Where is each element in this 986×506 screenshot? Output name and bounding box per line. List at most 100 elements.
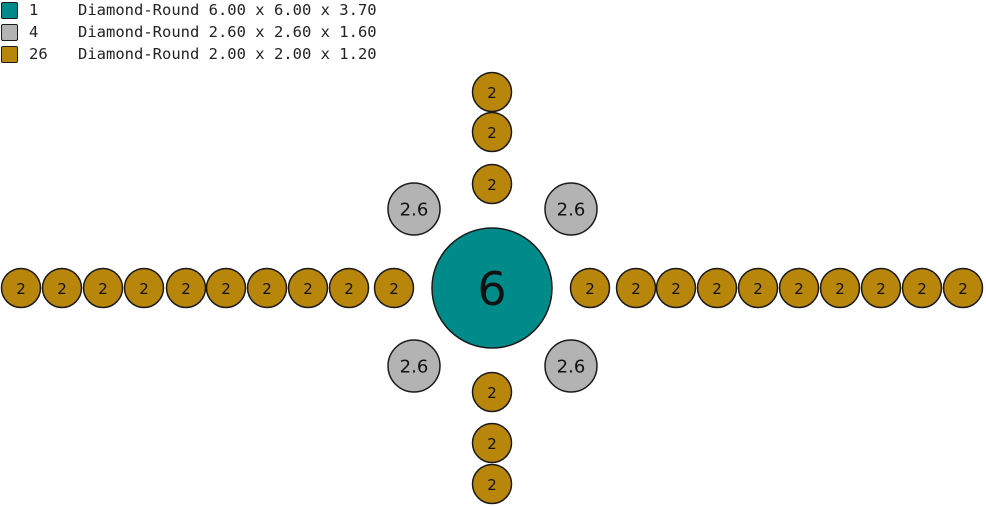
small-stone-label: 2 [303, 280, 313, 298]
small-stone-label: 2 [876, 280, 886, 298]
small-stone-label: 2 [262, 280, 272, 298]
small-stone-label: 2 [712, 280, 722, 298]
small-stone-label: 2 [958, 280, 968, 298]
small-stone-circle [655, 267, 697, 309]
small-stone-circle [942, 267, 984, 309]
small-stone-circle [373, 267, 415, 309]
medium-stone: 2.6 [544, 339, 598, 393]
medium-stone-circle [544, 182, 598, 236]
small-stone-label: 2 [631, 280, 641, 298]
small-stone: 2 [655, 267, 697, 309]
small-stone-label: 2 [389, 280, 399, 298]
medium-stone: 2.6 [387, 339, 441, 393]
small-stone-circle [471, 111, 513, 153]
small-stone-circle [246, 267, 288, 309]
small-stone: 2 [165, 267, 207, 309]
small-stone-circle [328, 267, 370, 309]
medium-stone-circle [544, 339, 598, 393]
medium-stone-circle [387, 339, 441, 393]
legend-count: 1 [29, 1, 39, 19]
small-stone-circle [471, 371, 513, 413]
small-stone: 2 [123, 267, 165, 309]
small-stone-circle [41, 267, 83, 309]
small-stone-circle [165, 267, 207, 309]
small-stone: 2 [0, 267, 42, 309]
small-stone: 2 [471, 463, 513, 505]
small-stone-label: 2 [139, 280, 149, 298]
legend-row-center-stone: 1 Diamond-Round 6.00 x 6.00 x 3.70 [0, 0, 420, 22]
legend-swatch-gray [1, 24, 18, 41]
small-stone-circle [471, 463, 513, 505]
legend-swatch-teal [1, 2, 18, 19]
small-stone-label: 2 [487, 124, 497, 142]
small-stone-label: 2 [181, 280, 191, 298]
medium-stone-label: 2.6 [400, 357, 429, 378]
small-stone-label: 2 [794, 280, 804, 298]
small-stone-circle [737, 267, 779, 309]
legend-row-small-stone: 26 Diamond-Round 2.00 x 2.00 x 1.20 [0, 44, 420, 66]
small-stone-label: 2 [585, 280, 595, 298]
small-stone: 2 [471, 111, 513, 153]
small-stone-label: 2 [487, 435, 497, 453]
small-stone-label: 2 [487, 384, 497, 402]
small-stone-circle [123, 267, 165, 309]
small-stone: 2 [901, 267, 943, 309]
small-stone-circle [901, 267, 943, 309]
legend-swatch-gold [1, 46, 18, 63]
small-stone-label: 2 [98, 280, 108, 298]
small-stone-circle [471, 163, 513, 205]
small-stone-circle [569, 267, 611, 309]
center-stone: 6 [431, 227, 553, 349]
small-stone-label: 2 [344, 280, 354, 298]
center-stone-label: 6 [477, 262, 506, 316]
small-stone: 2 [569, 267, 611, 309]
small-stone-circle [0, 267, 42, 309]
small-stone: 2 [328, 267, 370, 309]
small-stone-label: 2 [671, 280, 681, 298]
medium-stone-label: 2.6 [400, 200, 429, 221]
small-stone: 2 [205, 267, 247, 309]
medium-stone: 2.6 [387, 182, 441, 236]
legend-count: 26 [29, 45, 48, 63]
small-stone-label: 2 [487, 476, 497, 494]
small-stone: 2 [373, 267, 415, 309]
small-stone: 2 [819, 267, 861, 309]
legend-row-medium-stone: 4 Diamond-Round 2.60 x 2.60 x 1.60 [0, 22, 420, 44]
medium-stone: 2.6 [544, 182, 598, 236]
small-stone-label: 2 [753, 280, 763, 298]
small-stone: 2 [942, 267, 984, 309]
small-stone-circle [287, 267, 329, 309]
small-stone: 2 [696, 267, 738, 309]
small-stone-circle [471, 71, 513, 113]
small-stone: 2 [287, 267, 329, 309]
center-stone-circle [431, 227, 553, 349]
small-stone: 2 [471, 371, 513, 413]
small-stone-label: 2 [57, 280, 67, 298]
small-stone: 2 [41, 267, 83, 309]
medium-stone-label: 2.6 [557, 200, 586, 221]
small-stone: 2 [246, 267, 288, 309]
small-stone-circle [778, 267, 820, 309]
small-stone: 2 [860, 267, 902, 309]
legend-description: Diamond-Round 2.00 x 2.00 x 1.20 [78, 45, 377, 63]
small-stone: 2 [471, 71, 513, 113]
legend-description: Diamond-Round 2.60 x 2.60 x 1.60 [78, 23, 377, 41]
small-stone-label: 2 [917, 280, 927, 298]
small-stone: 2 [737, 267, 779, 309]
small-stone-label: 2 [487, 176, 497, 194]
small-stone: 2 [471, 422, 513, 464]
small-stone-circle [696, 267, 738, 309]
small-stone-label: 2 [835, 280, 845, 298]
small-stone-label: 2 [487, 84, 497, 102]
small-stone: 2 [778, 267, 820, 309]
small-stone-label: 2 [221, 280, 231, 298]
small-stone-circle [860, 267, 902, 309]
small-stone-circle [205, 267, 247, 309]
small-stone: 2 [615, 267, 657, 309]
medium-stone-circle [387, 182, 441, 236]
small-stone: 2 [471, 163, 513, 205]
small-stone: 2 [82, 267, 124, 309]
legend-description: Diamond-Round 6.00 x 6.00 x 3.70 [78, 1, 377, 19]
small-stone-label: 2 [16, 280, 26, 298]
